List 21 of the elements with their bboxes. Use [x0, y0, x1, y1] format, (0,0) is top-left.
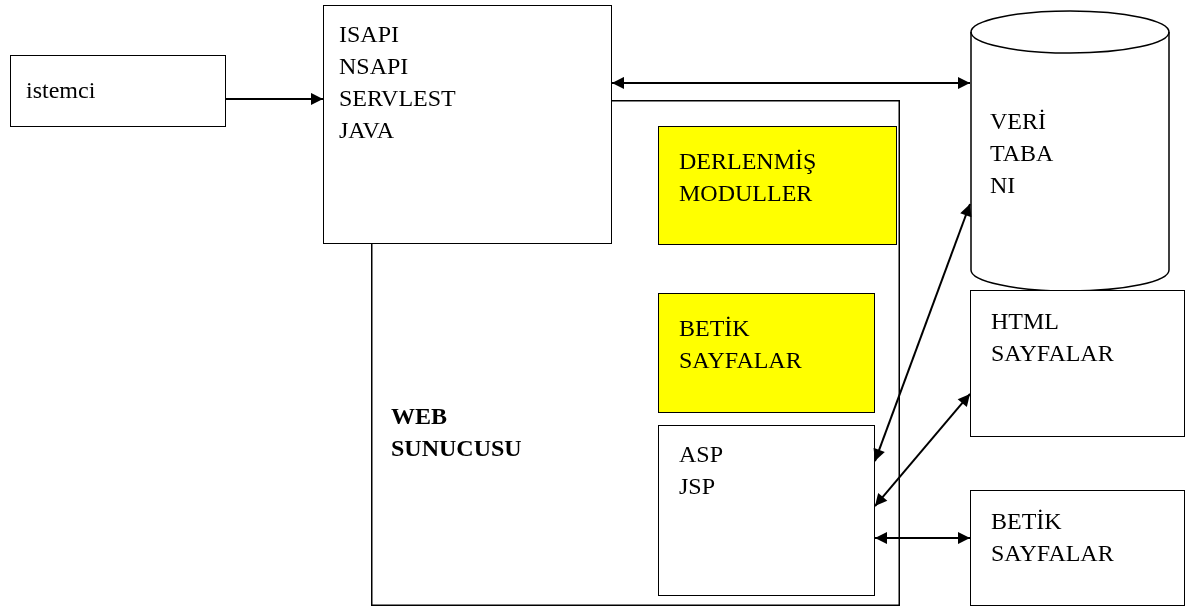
node-label: WEB SUNUCUSU	[391, 402, 522, 463]
client-box	[10, 55, 226, 127]
node-label: BETİK SAYFALAR	[679, 314, 802, 375]
process-box	[658, 425, 875, 596]
node-label: BETİK SAYFALAR	[991, 507, 1114, 568]
node-label: ASP JSP	[679, 440, 723, 501]
process-box	[323, 5, 612, 244]
arrow	[873, 203, 972, 463]
arrow	[225, 92, 324, 105]
page-box	[970, 490, 1185, 606]
arrow	[874, 532, 971, 545]
node-label: istemci	[26, 76, 96, 105]
script-box	[658, 293, 875, 413]
node-label: VERİ TABA NI	[990, 107, 1053, 200]
node-label: ISAPI NSAPI SERVLEST JAVA	[339, 20, 456, 145]
module-box	[658, 126, 897, 245]
node-label: DERLENMİŞ MODULLER	[679, 147, 818, 208]
node-label: HTML SAYFALAR	[991, 307, 1114, 368]
page-box	[970, 290, 1185, 437]
arrow	[611, 76, 971, 90]
arrow	[874, 392, 971, 508]
